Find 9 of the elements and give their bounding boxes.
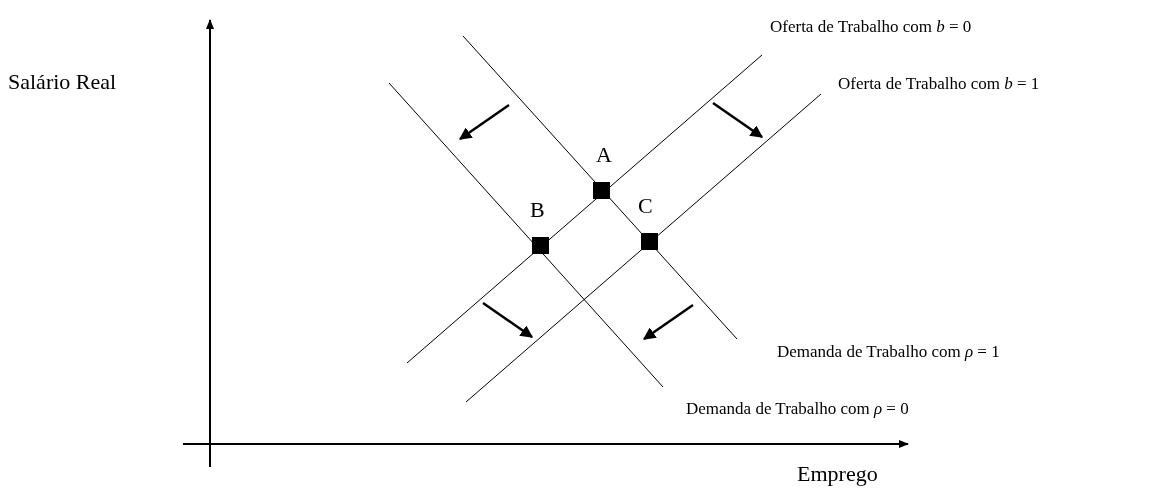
point-label: C [638,195,653,217]
curve-label: Oferta de Trabalho com b = 0 [770,18,972,37]
point-label: B [530,199,545,221]
curve-label: Oferta de Trabalho com b = 1 [838,75,1040,94]
curve-label: Demanda de Trabalho com ρ = 1 [777,343,1000,362]
point-label: A [596,144,612,166]
curve-label: Demanda de Trabalho com ρ = 0 [686,400,909,419]
axis-title: Emprego [797,462,878,487]
axis-title: Salário Real [8,70,117,95]
